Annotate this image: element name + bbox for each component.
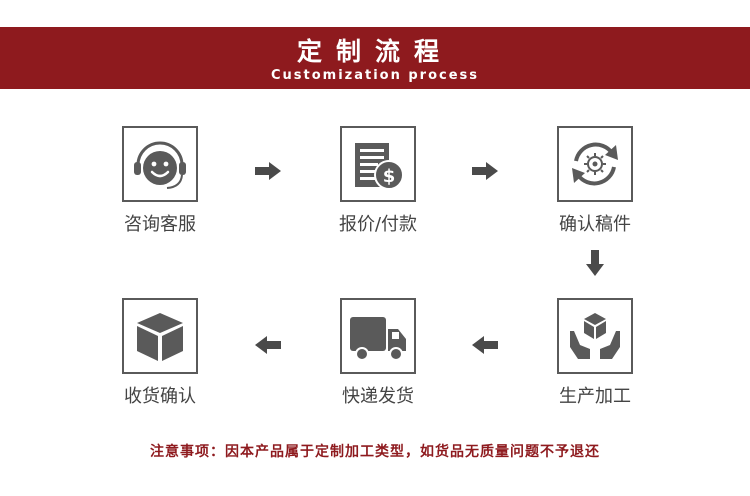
notice-text: 注意事项：因本产品属于定制加工类型，如货品无质量问题不予退还	[150, 444, 600, 460]
arrow-right-icon	[255, 162, 281, 180]
step-production-label: 生产加工	[559, 386, 631, 407]
arrow-right-icon	[472, 162, 498, 180]
step-consult-box	[122, 126, 198, 202]
arrow-left-icon	[255, 336, 281, 354]
step-quote-payment: $ 报价/付款	[318, 126, 438, 236]
arrow-left-icon	[472, 336, 498, 354]
page-title: 定制流程	[296, 37, 453, 66]
step-confirm-draft-box	[557, 126, 633, 202]
step-consult-label: 咨询客服	[124, 214, 196, 235]
step-shipping-box	[340, 298, 416, 374]
step-production-box	[557, 298, 633, 374]
delivery-truck-icon	[350, 317, 406, 361]
hands-holding-box-icon	[570, 313, 620, 359]
gear-refresh-cycle-icon	[572, 142, 618, 186]
step-quote-payment-label: 报价/付款	[338, 214, 418, 235]
step-receipt-box	[122, 298, 198, 374]
step-receipt-label: 收货确认	[124, 386, 196, 407]
arrow-down-icon	[586, 250, 604, 276]
svg-text:$: $	[383, 166, 396, 187]
step-confirm-draft: 确认稿件	[535, 126, 655, 236]
page-subtitle: Customization process	[270, 68, 480, 83]
step-quote-payment-box: $	[340, 126, 416, 202]
price-document-dollar-icon: $	[355, 143, 404, 190]
step-receipt: 收货确认	[100, 298, 220, 408]
customer-service-headset-icon	[134, 141, 186, 189]
header-banner	[0, 27, 750, 89]
step-shipping: 快递发货	[318, 298, 438, 408]
package-box-icon	[137, 313, 183, 361]
step-confirm-draft-label: 确认稿件	[559, 214, 631, 235]
step-shipping-label: 快递发货	[342, 386, 414, 407]
step-consult: 咨询客服	[100, 126, 220, 236]
step-production: 生产加工	[535, 298, 655, 408]
